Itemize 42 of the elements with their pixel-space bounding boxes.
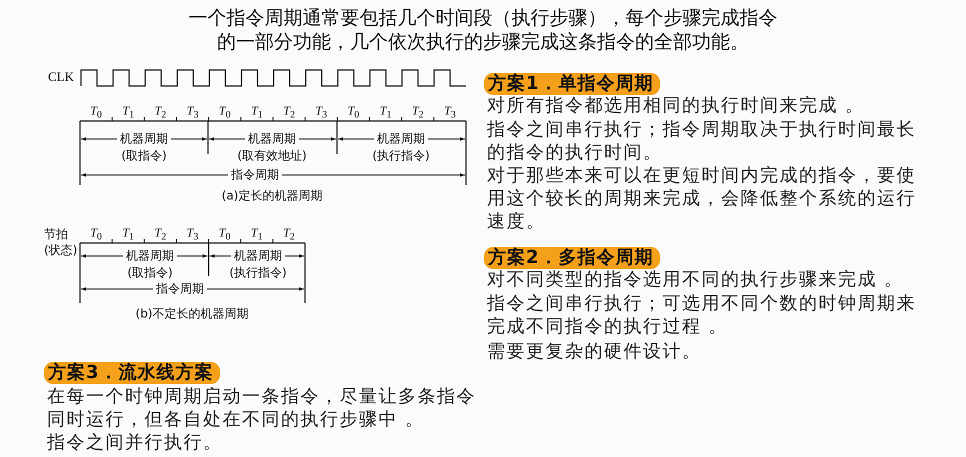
cycle-label: (执行指令) [372, 148, 430, 164]
state-label: T$_{1}$ [251, 103, 263, 121]
state-label: T$_{1}$ [250, 225, 263, 243]
cycle-label: (取指令) [127, 264, 173, 282]
signal-name: 节拍(状态) [44, 226, 78, 258]
state-label: T$_{0}$ [218, 103, 231, 121]
state-label: T$_{2}$ [154, 225, 166, 243]
state-label: T$_{1}$ [122, 103, 134, 121]
section-heading: 方案3．流水线方案 [44, 362, 220, 384]
cycle-label: (取指令) [121, 148, 167, 164]
state-label: T$_{0}$ [90, 103, 102, 121]
state-label: T$_{0}$ [348, 103, 360, 121]
cycle-label: (执行指令) [229, 264, 287, 282]
figure-caption: (b)不定长的机器周期 [136, 306, 248, 322]
state-label: T$_{3}$ [186, 103, 198, 121]
cycle-label: 指令周期 [153, 280, 207, 298]
state-label: T$_{3}$ [186, 225, 198, 243]
cycle-label: 指令周期 [228, 166, 282, 184]
body-text: 对于那些本来可以在更短时间内完成的指令，要使用这个较长的周期来完成，会降低整个系统的运行速度。 [487, 164, 917, 233]
state-label: T$_{1}$ [122, 225, 134, 243]
body-text: 在每一个时钟周期启动一条指令，尽量让多条指令同时运行，但各自处在不同的执行步骤中 。 [47, 385, 477, 431]
figure-caption: (a)定长的机器周期 [222, 188, 322, 204]
signal-name: CLK [48, 69, 74, 85]
state-label: T$_{2}$ [283, 225, 295, 243]
state-label: T$_{0}$ [218, 225, 230, 243]
body-text: 指令之间串行执行；指令周期取决于执行时间最长的指令的执行时间。 [487, 118, 917, 164]
body-text: 对不同类型的指令选用不同的执行步骤来完成 。 [487, 268, 905, 291]
section-heading: 方案1．单指令周期 [484, 73, 660, 95]
intro-text: 一个指令周期通常要包括几个时间段（执行步骤），每个步骤完成指令的一部分功能，几个依次执行的步骤完成这条指令的全部功能。 [188, 6, 778, 54]
state-label: T$_{2}$ [412, 103, 424, 121]
body-text: 指令之间并行执行。 [47, 431, 224, 454]
cycle-label: (取有效地址) [237, 148, 307, 164]
state-label: T$_{2}$ [154, 103, 166, 121]
body-text: 指令之间串行执行；可选用不同个数的时钟周期来完成不同指令的执行过程 。 [487, 292, 917, 338]
state-label: T$_{0}$ [90, 225, 102, 243]
body-text: 对所有指令都选用相同的执行时间来完成 。 [487, 94, 866, 117]
state-label: T$_{2}$ [283, 103, 295, 121]
body-text: 需要更复杂的硬件设计。 [487, 340, 702, 363]
section-heading: 方案2．多指令周期 [484, 247, 660, 269]
state-label: T$_{3}$ [444, 103, 456, 121]
state-label: T$_{1}$ [380, 103, 392, 121]
state-label: T$_{3}$ [315, 103, 328, 121]
